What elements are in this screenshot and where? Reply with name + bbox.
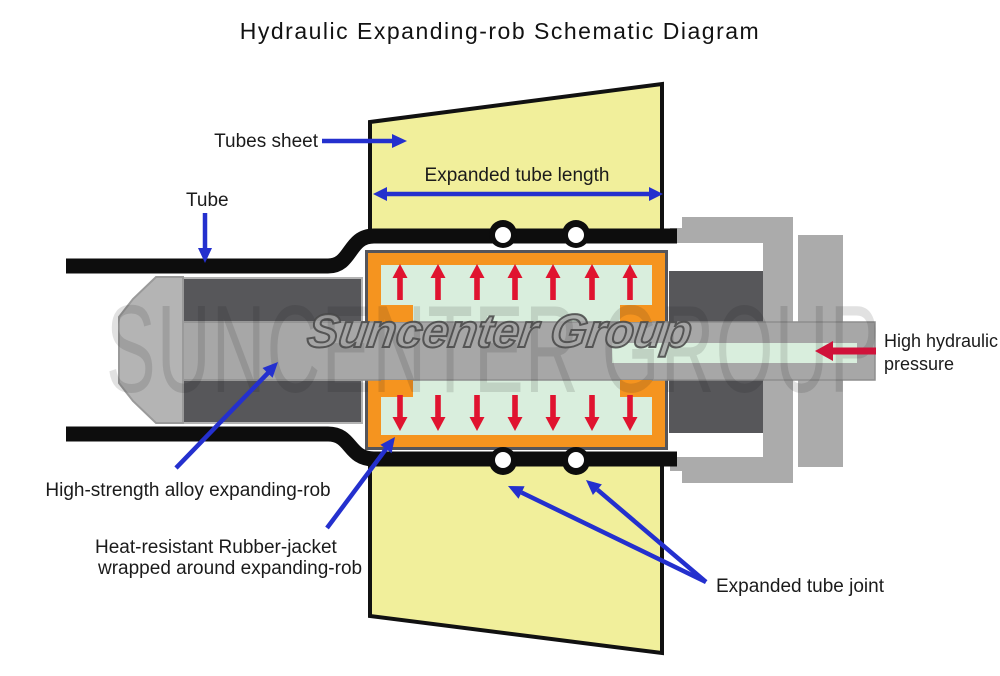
rod-head: [118, 276, 184, 424]
label-expanding-rod: High-strength alloy expanding-rob: [45, 480, 331, 501]
joint-bump-hole: [495, 227, 511, 243]
seal-tab: [381, 380, 413, 397]
seal-tab: [620, 380, 652, 397]
label-expanded-tube-length: Expanded tube length: [424, 165, 610, 186]
packing-block-top: [669, 271, 763, 322]
clamp-bottom-bar: [670, 457, 793, 483]
leader-tube: [198, 213, 212, 263]
clamp-top-bar: [670, 217, 793, 243]
fluid-channel: [612, 343, 857, 363]
leader-expanded-tube-joint: [508, 480, 708, 585]
label-hydraulic-pressure-line1: High hydraulic: [884, 331, 999, 351]
joint-bump-hole: [495, 452, 511, 468]
joint-bump-hole: [568, 227, 584, 243]
seal-tab: [620, 305, 652, 322]
tube-walls: [66, 228, 677, 467]
watermark-background: SUNCENTER GROUP: [106, 281, 881, 419]
packing-blocks-right: [669, 271, 763, 433]
label-rubber-jacket-line1: Heat-resistant Rubber-jacket: [95, 537, 337, 558]
expanded-joints: [489, 220, 590, 475]
label-hydraulic-pressure-line2: pressure: [884, 354, 955, 374]
label-tubes-sheet: Tubes sheet: [214, 131, 318, 152]
seal-tab: [381, 305, 413, 322]
label-expanded-tube-joint: Expanded tube joint: [716, 576, 884, 597]
tube-sheet: [368, 81, 664, 656]
label-rubber-jacket-line2: wrapped around expanding-rob: [98, 558, 363, 579]
leader-tubes-sheet: [322, 134, 407, 148]
tube-wall-bottom: [66, 426, 677, 467]
jacket-seal-tabs: [381, 305, 652, 397]
tube-wall-top: [66, 228, 677, 274]
leader-rubber-jacket: [325, 437, 395, 530]
leader-expanding-rod: [174, 362, 278, 470]
dimension-expanded-tube-length: [373, 187, 663, 201]
arrow-hydraulic-pressure: [815, 341, 876, 361]
joint-bump-hole: [568, 452, 584, 468]
label-tube: Tube: [186, 190, 229, 211]
diagram-title: Hydraulic Expanding-rob Schematic Diagra…: [239, 18, 761, 44]
packing-block-bottom: [669, 380, 763, 433]
